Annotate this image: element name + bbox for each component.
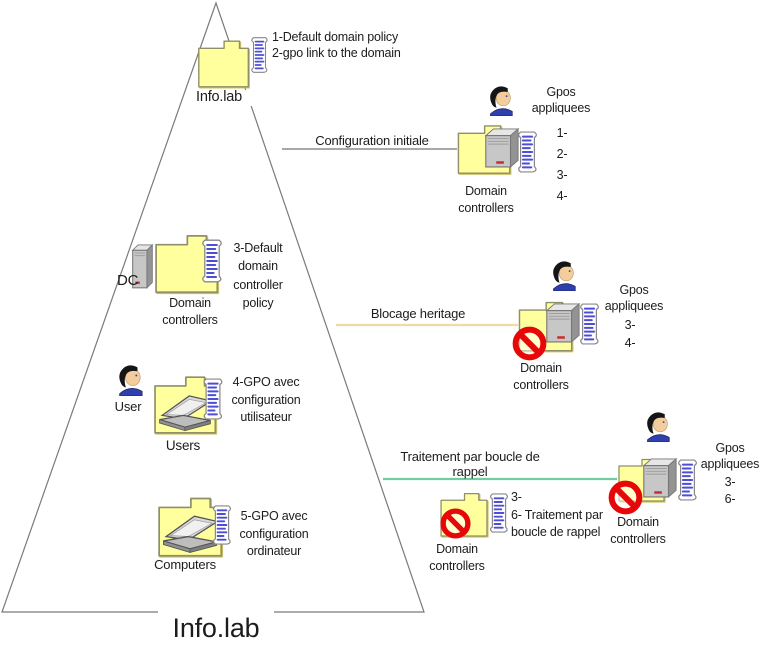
domain-controllers-label: Domain controllers xyxy=(458,184,514,215)
gpos-appliquees-title: Gpos appliquees xyxy=(604,283,664,313)
gpo-scroll-icon xyxy=(488,484,510,542)
domain-controllers-label: Domain controllers xyxy=(429,542,485,573)
gpo-scroll-icon xyxy=(516,124,539,180)
server-icon xyxy=(640,456,678,498)
gpos-applied-list: 3- 4- xyxy=(624,318,636,350)
computers-folder-label: Computers xyxy=(154,557,216,572)
top-domain-notes: 1-Default domain policy 2-gpo link to th… xyxy=(272,30,442,61)
server-icon xyxy=(482,126,520,168)
domain-controllers-label: Domain controllers xyxy=(513,361,569,392)
gpo-scroll-icon xyxy=(249,35,270,75)
gpos-appliquees-title: Gpos appliquees xyxy=(700,441,760,471)
user-head-icon xyxy=(643,412,673,442)
dc-gpo-note: 3-Default domain controller policy xyxy=(233,241,283,311)
gpos-applied-list: 1- 2- 3- 4- xyxy=(556,126,568,203)
gpo-scroll-icon xyxy=(200,236,224,286)
computers-gpo-note: 5-GPO avec configuration ordinateur xyxy=(239,509,309,558)
users-gpo-note: 4-GPO avec configuration utilisateur xyxy=(231,375,301,424)
server-icon xyxy=(543,301,581,343)
note-line: 2-gpo link to the domain xyxy=(272,45,401,60)
top-folder-label: Info.lab xyxy=(186,89,252,106)
gpos-appliquees-title: Gpos appliquees xyxy=(531,85,591,115)
user-head-icon xyxy=(549,261,579,291)
users-folder-label: Users xyxy=(165,438,201,453)
note-line: 1-Default domain policy xyxy=(272,30,399,44)
dc-label: DC xyxy=(117,272,139,289)
loopback-gpo-note: 3- 6- Traitement par boucle de rappel xyxy=(511,490,603,539)
dc-folder-label: Domain controllers xyxy=(162,296,218,327)
connector-label-configuration-initiale: Configuration initiale xyxy=(315,133,429,148)
block-inheritance-icon xyxy=(439,507,472,540)
user-head-icon xyxy=(486,86,516,116)
gpo-scroll-icon xyxy=(201,376,225,422)
connector-label-blocage-heritage: Blocage heritage xyxy=(370,306,466,321)
block-inheritance-icon xyxy=(511,325,548,362)
user-label: User xyxy=(114,399,142,414)
domain-title: Info.lab xyxy=(158,606,274,652)
connector-label-boucle-rappel: Traitement par boucle de rappel xyxy=(400,449,540,479)
gpo-scroll-icon xyxy=(210,503,234,547)
user-head-icon xyxy=(115,365,146,396)
gpos-applied-list: 3- 6- xyxy=(724,475,736,506)
domain-controllers-label: Domain controllers xyxy=(610,515,666,546)
